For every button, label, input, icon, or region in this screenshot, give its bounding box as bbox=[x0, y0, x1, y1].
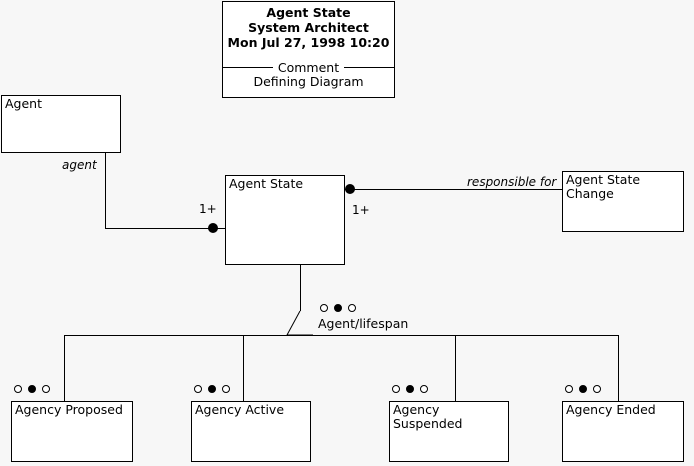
class-name-agent: Agent bbox=[5, 96, 42, 111]
state-marker-agency-active bbox=[194, 385, 236, 395]
generalization-bus-line bbox=[64, 335, 619, 336]
title-note-name: Agent State bbox=[266, 5, 351, 20]
class-box-agency-active[interactable]: Agency Active bbox=[191, 401, 311, 462]
assoc-change-aggregation-dot bbox=[345, 184, 355, 194]
title-note-comment: Defining Diagram bbox=[253, 74, 364, 89]
state-marker-circle-open-left bbox=[194, 385, 202, 393]
generalization-triangle-icon bbox=[286, 310, 314, 336]
diagram-title-note[interactable]: Agent State System Architect Mon Jul 27,… bbox=[222, 1, 395, 98]
assoc-multiplicity-change: 1+ bbox=[352, 203, 370, 217]
state-marker-circle-filled bbox=[28, 385, 36, 393]
class-box-agency-proposed[interactable]: Agency Proposed bbox=[11, 401, 133, 462]
state-marker-circle-filled bbox=[334, 304, 342, 312]
assoc-agent-horizontal-line bbox=[105, 228, 225, 229]
state-marker-circle-open-left bbox=[320, 304, 328, 312]
state-marker-agency-ended bbox=[565, 385, 607, 395]
state-marker-circle-open-right bbox=[222, 385, 230, 393]
class-box-agent-state-change[interactable]: Agent State Change bbox=[562, 171, 684, 232]
class-name-agency-proposed: Agency Proposed bbox=[15, 402, 123, 417]
class-name-agent-state: Agent State bbox=[229, 176, 304, 191]
state-marker-circle-open-left bbox=[565, 385, 573, 393]
state-marker-circle-open-right bbox=[42, 385, 50, 393]
class-box-agent-state[interactable]: Agent State bbox=[225, 175, 345, 265]
state-marker-circle-open-right bbox=[348, 304, 356, 312]
generalization-drop-ended bbox=[618, 335, 619, 401]
title-note-separator: Comment bbox=[223, 60, 394, 75]
state-marker-circle-open-right bbox=[420, 385, 428, 393]
class-box-agency-ended[interactable]: Agency Ended bbox=[562, 401, 684, 462]
generalization-drop-proposed bbox=[64, 335, 65, 401]
class-name-agency-suspended: Agency Suspended bbox=[393, 402, 463, 431]
state-marker-circle-filled bbox=[208, 385, 216, 393]
class-box-agency-suspended[interactable]: Agency Suspended bbox=[389, 401, 509, 462]
assoc-role-label-agent: agent bbox=[62, 158, 97, 172]
separator-label: Comment bbox=[277, 60, 340, 75]
class-name-agency-active: Agency Active bbox=[195, 402, 285, 417]
assoc-multiplicity-agent: 1+ bbox=[199, 202, 217, 216]
generalization-discriminator-label: Agent/lifespan bbox=[318, 316, 409, 331]
state-marker-agency-suspended bbox=[392, 385, 434, 395]
state-marker-circle-filled bbox=[406, 385, 414, 393]
assoc-agent-aggregation-dot bbox=[208, 223, 218, 233]
state-marker-agency-proposed bbox=[14, 385, 56, 395]
assoc-change-horizontal-line bbox=[345, 189, 562, 190]
separator-rule-right bbox=[344, 67, 394, 68]
generalization-drop-suspended bbox=[455, 335, 456, 401]
generalization-stem bbox=[300, 265, 301, 311]
assoc-role-label-responsible-for: responsible for bbox=[467, 175, 557, 189]
state-marker-circle-open-left bbox=[14, 385, 22, 393]
assoc-agent-vertical-line bbox=[105, 153, 106, 228]
separator-rule-left bbox=[223, 67, 273, 68]
title-note-timestamp: Mon Jul 27, 1998 10:20 bbox=[227, 35, 390, 50]
title-note-heading: Agent State System Architect Mon Jul 27,… bbox=[223, 5, 394, 50]
class-name-agency-ended: Agency Ended bbox=[566, 402, 656, 417]
title-note-tool: System Architect bbox=[248, 20, 369, 35]
discriminator-state-marker-icon bbox=[320, 304, 362, 314]
state-marker-circle-open-left bbox=[392, 385, 400, 393]
state-marker-circle-filled bbox=[579, 385, 587, 393]
state-marker-circle-open-right bbox=[593, 385, 601, 393]
generalization-drop-active bbox=[243, 335, 244, 401]
class-box-agent[interactable]: Agent bbox=[1, 95, 121, 153]
class-name-agent-state-change: Agent State Change bbox=[566, 172, 641, 201]
